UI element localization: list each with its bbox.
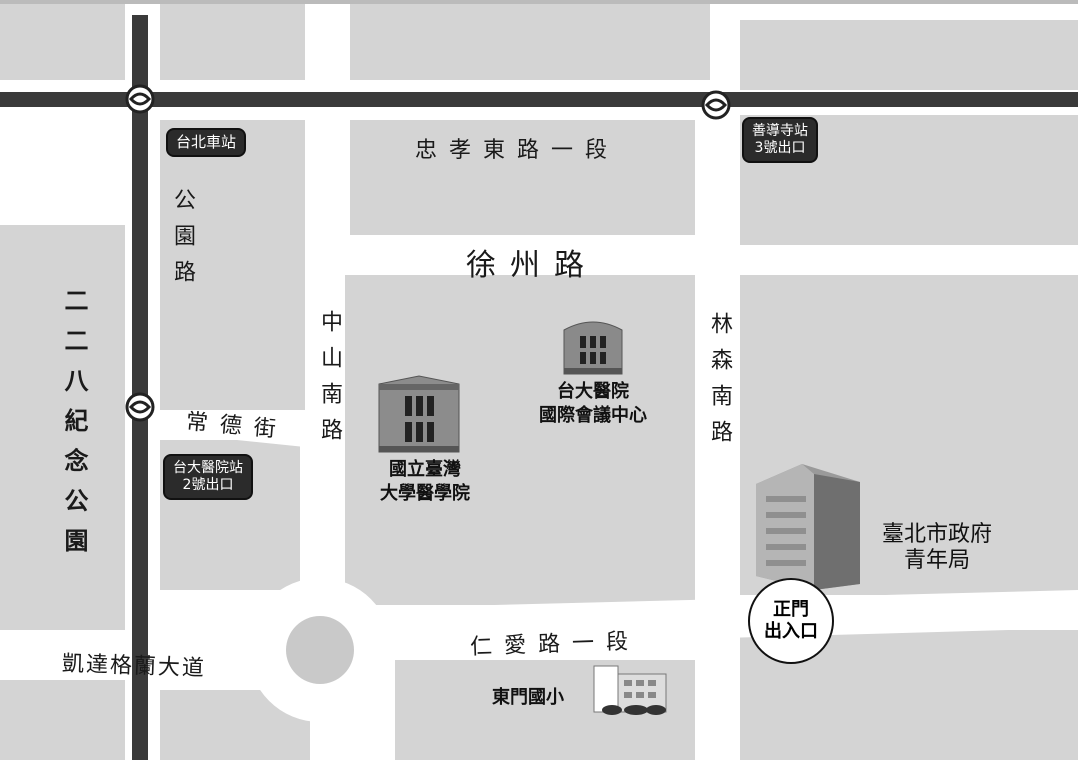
station-name: 台大醫院站 bbox=[173, 460, 243, 476]
block bbox=[350, 120, 695, 235]
building-label-line: 國際會議中心 bbox=[539, 405, 647, 426]
entrance-label-line: 出入口 bbox=[764, 621, 818, 642]
station-badge-ntu-hospital[interactable]: 台大醫院站 2號出口 bbox=[163, 454, 253, 500]
station-badge-taipei-main[interactable]: 台北車站 bbox=[166, 128, 247, 157]
road-label-xuzhou: 徐州路 bbox=[466, 248, 598, 283]
station-exit: 3號出口 bbox=[754, 140, 806, 156]
block-park bbox=[0, 225, 125, 630]
mrt-line-horizontal bbox=[0, 92, 1078, 107]
building-label-ntu-medicine: 國立臺灣 大學醫學院 bbox=[345, 458, 505, 506]
roundabout-island bbox=[286, 616, 354, 684]
changde-st-road bbox=[160, 410, 305, 447]
block bbox=[350, 0, 710, 80]
block bbox=[740, 20, 1078, 90]
building-label-dongmen-elementary: 東門國小 bbox=[492, 687, 564, 708]
block bbox=[0, 0, 125, 80]
station-name: 善導寺站 bbox=[752, 123, 808, 139]
mrt-icon[interactable] bbox=[701, 90, 731, 120]
block bbox=[0, 680, 125, 760]
mrt-icon[interactable] bbox=[125, 392, 155, 422]
park-label: 二二八紀念公園 bbox=[60, 288, 88, 568]
mrt-line-vertical bbox=[132, 15, 148, 760]
station-exit: 2號出口 bbox=[182, 477, 234, 493]
building-label-line: 國立臺灣 bbox=[389, 459, 461, 480]
building-icon bbox=[378, 375, 460, 453]
building-label-line: 青年局 bbox=[903, 548, 970, 573]
office-tower-icon bbox=[756, 464, 860, 590]
renai-road bbox=[300, 590, 1078, 650]
road-label-zhongshan-s: 中山南路 bbox=[317, 310, 342, 454]
road-label-linsen-s: 林森南路 bbox=[707, 312, 732, 456]
building-label-line: 大學醫學院 bbox=[380, 483, 470, 504]
top-border bbox=[0, 0, 1078, 4]
school-icon bbox=[593, 665, 667, 715]
road-label-ketagalan: 凱達格蘭大道 bbox=[61, 651, 207, 682]
station-name: 台北車站 bbox=[176, 133, 237, 151]
main-entrance-marker[interactable]: 正門 出入口 bbox=[748, 578, 834, 664]
building-label-line: 臺北市政府 bbox=[881, 522, 992, 547]
ketagalan-road bbox=[0, 640, 300, 685]
mrt-icon[interactable] bbox=[125, 84, 155, 114]
building-label-ntu-conference: 台大醫院 國際會議中心 bbox=[518, 380, 668, 428]
building-label-line: 台大醫院 bbox=[557, 381, 629, 402]
station-badge-shandao-temple[interactable]: 善導寺站 3號出口 bbox=[742, 117, 818, 163]
block bbox=[160, 0, 305, 80]
road-label-renai: 仁愛路一段 bbox=[469, 629, 641, 660]
entrance-label-line: 正門 bbox=[773, 599, 809, 620]
building-label-youth-bureau: 臺北市政府 青年局 bbox=[862, 522, 1012, 574]
block bbox=[160, 120, 305, 410]
road-label-zhongxiao: 忠孝東路一段 bbox=[415, 138, 620, 163]
building-icon bbox=[563, 321, 623, 375]
road-label-gongyuan: 公園路 bbox=[170, 188, 195, 296]
